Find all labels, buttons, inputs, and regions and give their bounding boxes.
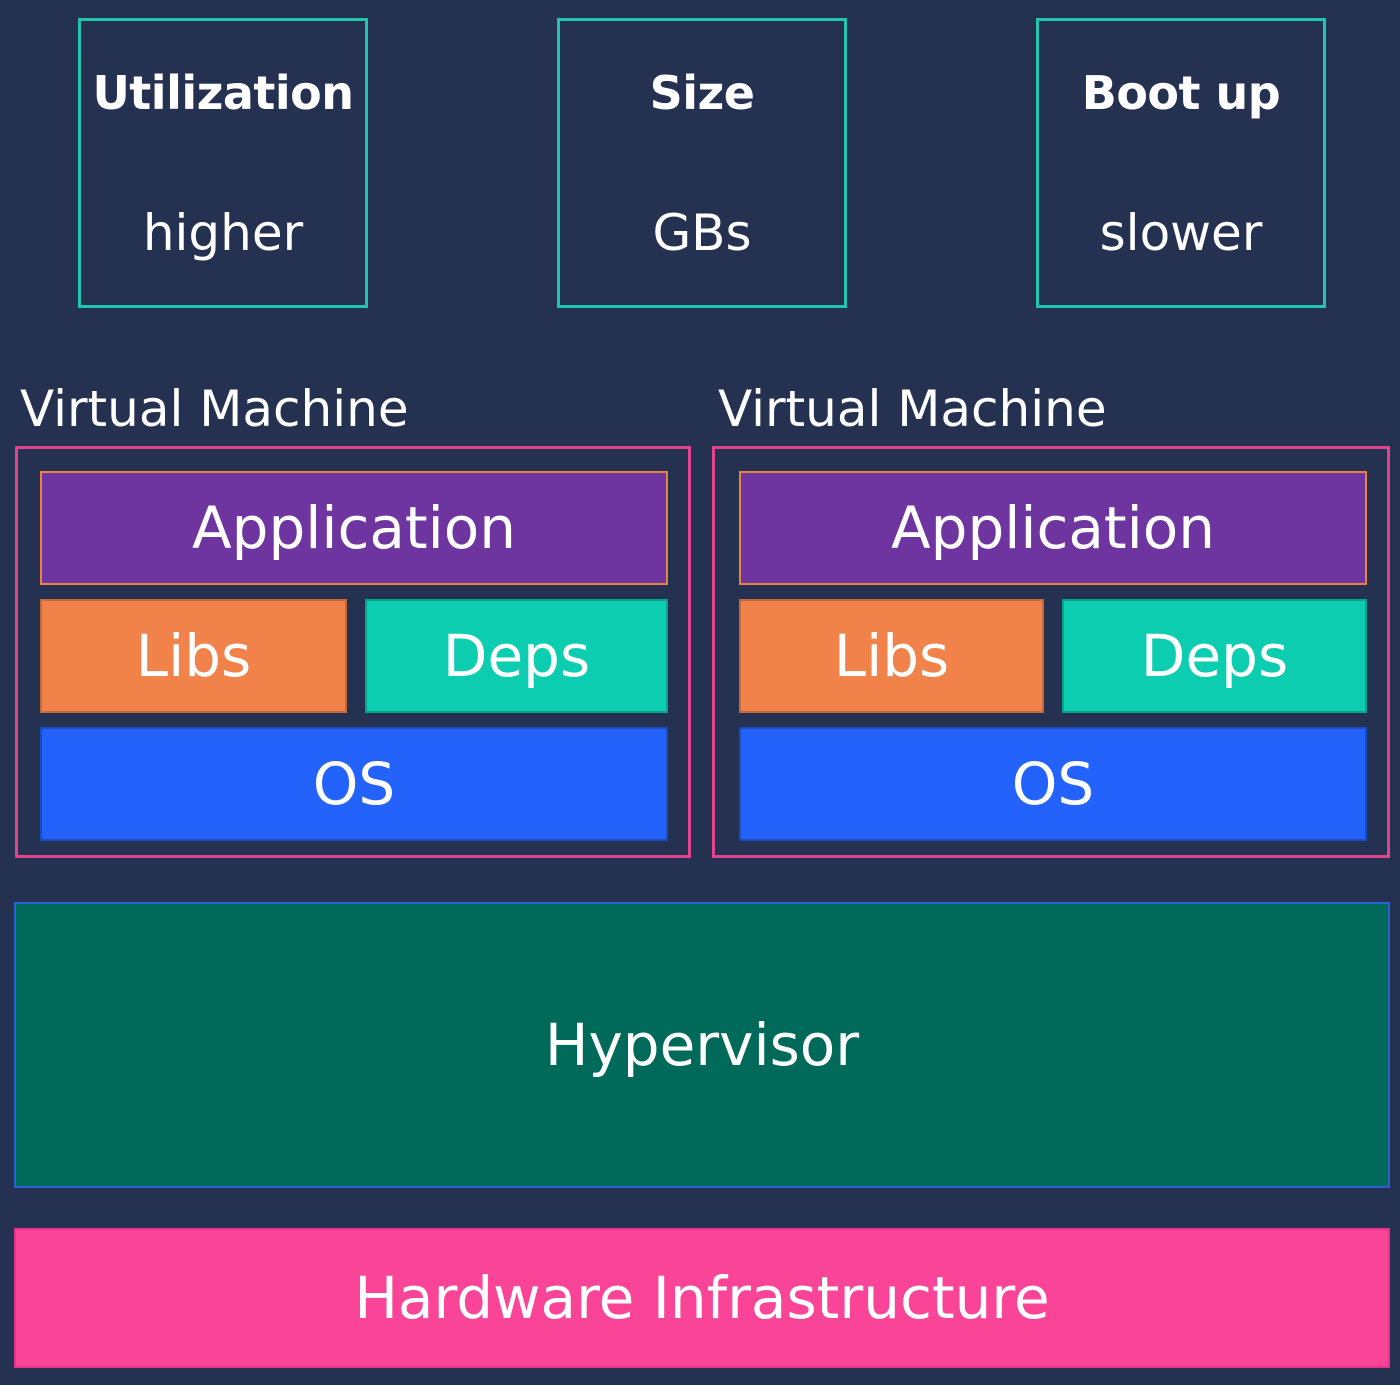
hypervisor-layer: Hypervisor: [14, 902, 1390, 1188]
os-layer: OS: [40, 727, 668, 841]
application-layer: Application: [739, 471, 1367, 585]
libs-layer: Libs: [40, 599, 347, 713]
metric-boot-up: Boot up slower: [1036, 18, 1326, 308]
application-layer: Application: [40, 471, 668, 585]
vm-label: Virtual Machine: [718, 380, 1107, 438]
metric-value: GBs: [652, 204, 752, 262]
deps-layer: Deps: [1062, 599, 1367, 713]
metric-title: Utilization: [92, 66, 354, 120]
metric-title: Boot up: [1081, 66, 1281, 120]
libs-layer: Libs: [739, 599, 1044, 713]
virtual-machine-2: Application Libs Deps OS: [712, 446, 1390, 858]
metric-value: higher: [142, 204, 304, 262]
os-layer: OS: [739, 727, 1367, 841]
metric-title: Size: [649, 66, 755, 120]
deps-layer: Deps: [365, 599, 668, 713]
metric-utilization: Utilization higher: [78, 18, 368, 308]
virtual-machine-1: Application Libs Deps OS: [15, 446, 691, 858]
metric-value: slower: [1099, 204, 1263, 262]
metric-size: Size GBs: [557, 18, 847, 308]
vm-label: Virtual Machine: [20, 380, 409, 438]
hardware-infrastructure-layer: Hardware Infrastructure: [14, 1228, 1390, 1368]
